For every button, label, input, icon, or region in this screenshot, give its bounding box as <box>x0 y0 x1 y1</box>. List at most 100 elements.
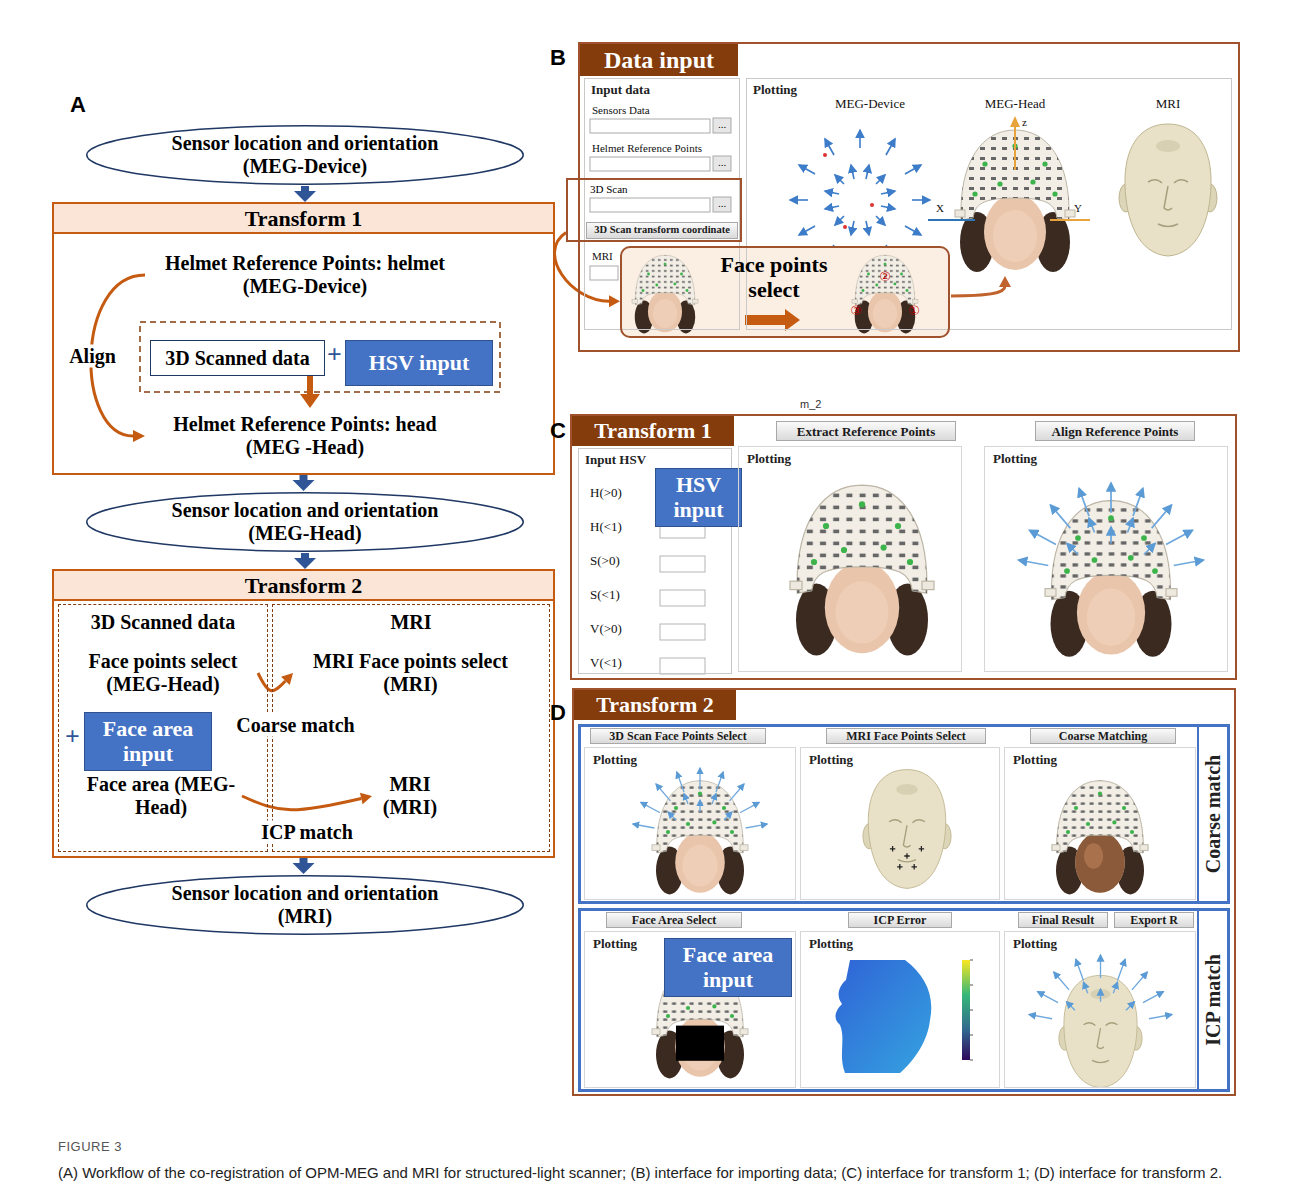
sensor-array-part-part <box>886 139 895 155</box>
ui-label: ... <box>718 118 726 131</box>
node-text: MRI Face points select (MRI) <box>293 650 528 696</box>
plot-panel: Plotting <box>1004 747 1196 900</box>
node-text: Input data <box>591 82 650 98</box>
window-frame: Transform 1Input HSVHSV inputExtract Ref… <box>570 414 1237 680</box>
ui-label: V(>0) <box>590 622 622 637</box>
connector <box>293 858 315 874</box>
coarse-plot-part <box>1052 781 1148 895</box>
plot-panel: Plotting <box>800 747 1000 900</box>
group-box: Plotting <box>746 78 1232 330</box>
final-plot-part-part <box>1029 955 1172 1019</box>
connector <box>294 186 316 202</box>
scan-face-plot-part <box>633 768 767 828</box>
sensor-array-part-part <box>835 216 844 225</box>
node-text: Sensor location and orientation (MRI) <box>155 882 455 928</box>
sensor-array-part-part <box>912 199 930 201</box>
coarse-plot-part <box>1052 781 1148 853</box>
edge-label: ICP match <box>258 821 356 844</box>
arrow-head <box>294 191 316 202</box>
node-text: Transform 1 <box>54 204 553 234</box>
meg-head-plot-part <box>928 219 975 221</box>
face-points-inset-part <box>951 286 1005 296</box>
connector-line <box>555 232 609 301</box>
ui-label: MRI <box>592 250 613 263</box>
sensor-array-part-part <box>825 191 839 194</box>
node-text: Plotting <box>747 451 791 467</box>
edge-label: Coarse match <box>233 714 357 737</box>
highlight-box: 3D Scan3D Scan transform coordinate <box>566 178 742 242</box>
step-text: MRI (MRI) <box>372 768 448 824</box>
ellipse-shape <box>87 493 523 551</box>
scan-face-plot-part <box>652 781 748 895</box>
node-text: Plotting <box>1013 752 1057 768</box>
input-fields-part <box>590 198 710 212</box>
mri-face-plot <box>863 770 951 889</box>
node-text: Helmet Reference Points: head (MEG -Head… <box>145 413 465 459</box>
hsv-fields-part <box>660 624 705 640</box>
inset-box: Face points select <box>620 246 950 338</box>
node-text: Transform 2 <box>574 690 736 720</box>
node-text: Face area input <box>665 943 791 992</box>
data-box: 3D Scanned data <box>150 340 325 376</box>
extract-plot-part <box>790 485 934 655</box>
node-text: Plotting <box>593 752 637 768</box>
ui-label: ... <box>718 197 726 210</box>
input-fields-part <box>713 197 731 212</box>
panel-letter: D <box>550 700 566 725</box>
align-plot-part <box>1045 501 1177 657</box>
panel-letter: B <box>550 45 566 70</box>
plus-sign: + <box>327 340 342 370</box>
node-text: HSV input <box>656 473 741 522</box>
process-frame: Transform 1 Helmet Reference Points: helm… <box>52 202 555 475</box>
node-text: Face area (MEG-Head) <box>80 773 242 819</box>
input-fields-part <box>713 156 731 171</box>
callout-number: ① <box>908 304 920 319</box>
connector-line <box>242 796 361 810</box>
connector <box>293 475 315 491</box>
callout-number: ② <box>879 270 891 285</box>
sensor-array-part-part <box>799 226 815 235</box>
hsv-fields-part <box>660 658 705 674</box>
sensor-array-part-part <box>825 139 834 155</box>
node-text: Coarse Matching <box>1059 730 1147 742</box>
node-text: 3D Scanned data <box>59 611 267 634</box>
ui-label: MRI <box>1156 97 1181 112</box>
connector-line <box>301 186 309 191</box>
sensor-array-part-part <box>905 226 921 235</box>
icp-error-plot-part <box>836 960 932 1073</box>
step-text: Face area (MEG-Head) <box>80 768 242 824</box>
node-text: Plotting <box>1013 936 1057 952</box>
ui-label: MEG-Device <box>835 97 905 112</box>
arrow-head <box>294 558 316 569</box>
extract-plot <box>790 485 934 655</box>
meg-head-plot-part <box>1050 219 1090 221</box>
face-points-inset-part <box>620 246 950 338</box>
node-text: Face points select <box>714 252 834 303</box>
step-text: Face points select (MEG-Head) <box>68 645 258 701</box>
arrow-head <box>300 394 320 408</box>
stage-box: Coarse match3D Scan Face Points SelectPl… <box>578 724 1230 904</box>
node-text: 3D Scanned data <box>151 347 324 370</box>
callout-number: ③ <box>850 304 862 319</box>
meg-head-plot <box>928 116 1090 272</box>
input-box: HSV input <box>345 340 493 386</box>
step-text: Helmet Reference Points: helmet (MEG-Dev… <box>145 248 465 302</box>
node-text: HSV input <box>346 351 492 376</box>
ellipse-shape <box>87 126 523 184</box>
node-text: Plotting <box>993 451 1037 467</box>
sensor-array-part-part <box>876 175 885 184</box>
connector-line <box>307 376 313 394</box>
ui-button: Export R <box>1114 912 1194 928</box>
icp-error-plot-part <box>962 960 970 1060</box>
node-text: ICP match <box>1197 911 1227 1089</box>
ui-label: MEG-Head <box>985 97 1046 112</box>
ui-label: H(>0) <box>590 486 622 501</box>
terminal-ellipse: Sensor location and orientation (MEG-Dev… <box>85 124 525 186</box>
ui-button: 3D Scan transform coordinate <box>586 222 738 239</box>
sensor-array-part-part <box>799 165 815 174</box>
ui-label: z <box>1022 116 1027 129</box>
terminal-ellipse: Sensor location and orientation (MRI) <box>85 874 525 936</box>
connector <box>242 793 372 810</box>
mri-face-plot-part <box>890 846 924 869</box>
